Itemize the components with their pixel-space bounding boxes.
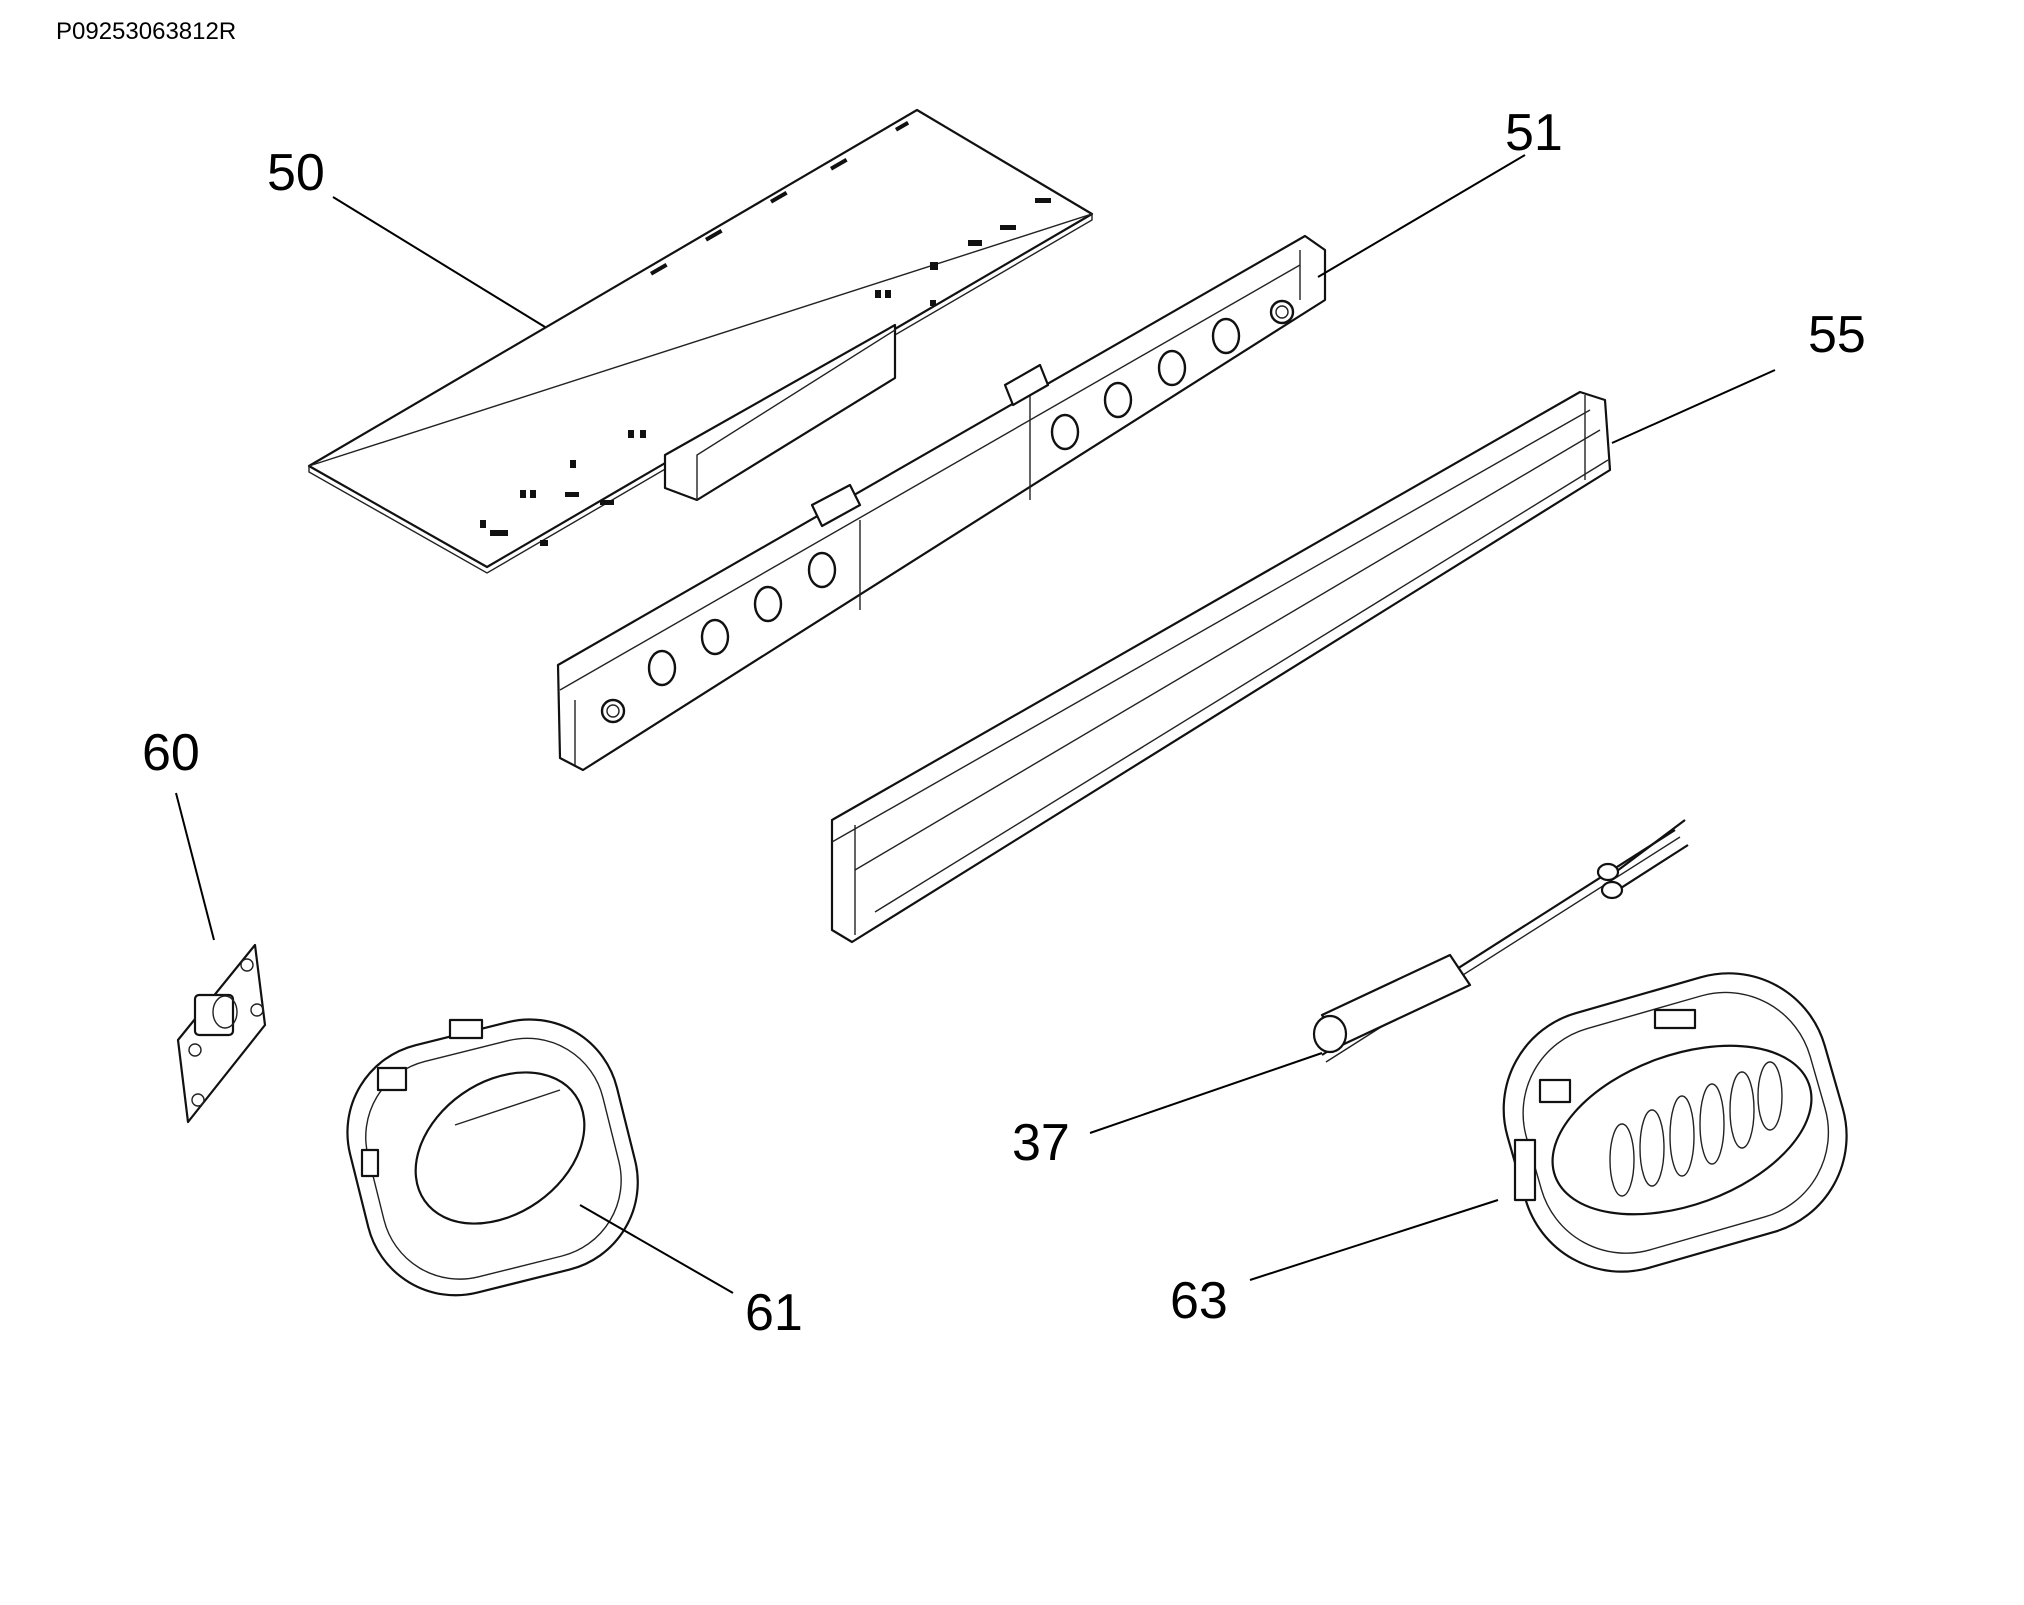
leader-lines: [175, 154, 1776, 1294]
callout-63: 63: [1170, 1272, 1228, 1330]
callout-labels: 50 51 55 60 37 61 63: [142, 104, 1866, 1342]
part-63-grille-bezel[interactable]: [1480, 950, 1870, 1296]
callout-61: 61: [745, 1284, 803, 1342]
part-37-sensor-probe[interactable]: [1312, 819, 1689, 1063]
part-50-circuit-board[interactable]: [307, 108, 1094, 574]
callout-50: 50: [267, 144, 325, 202]
callout-37: 37: [1012, 1114, 1070, 1172]
callout-51: 51: [1505, 104, 1563, 162]
part-51-control-panel-frame[interactable]: [556, 234, 1327, 772]
document-code: P09253063812R: [56, 18, 237, 45]
callout-60: 60: [142, 724, 200, 782]
callout-55: 55: [1808, 306, 1866, 364]
part-55-trim-strip[interactable]: [830, 390, 1612, 944]
part-61-knob-bezel[interactable]: [328, 1000, 657, 1314]
part-60-switch-bracket[interactable]: [176, 943, 267, 1124]
